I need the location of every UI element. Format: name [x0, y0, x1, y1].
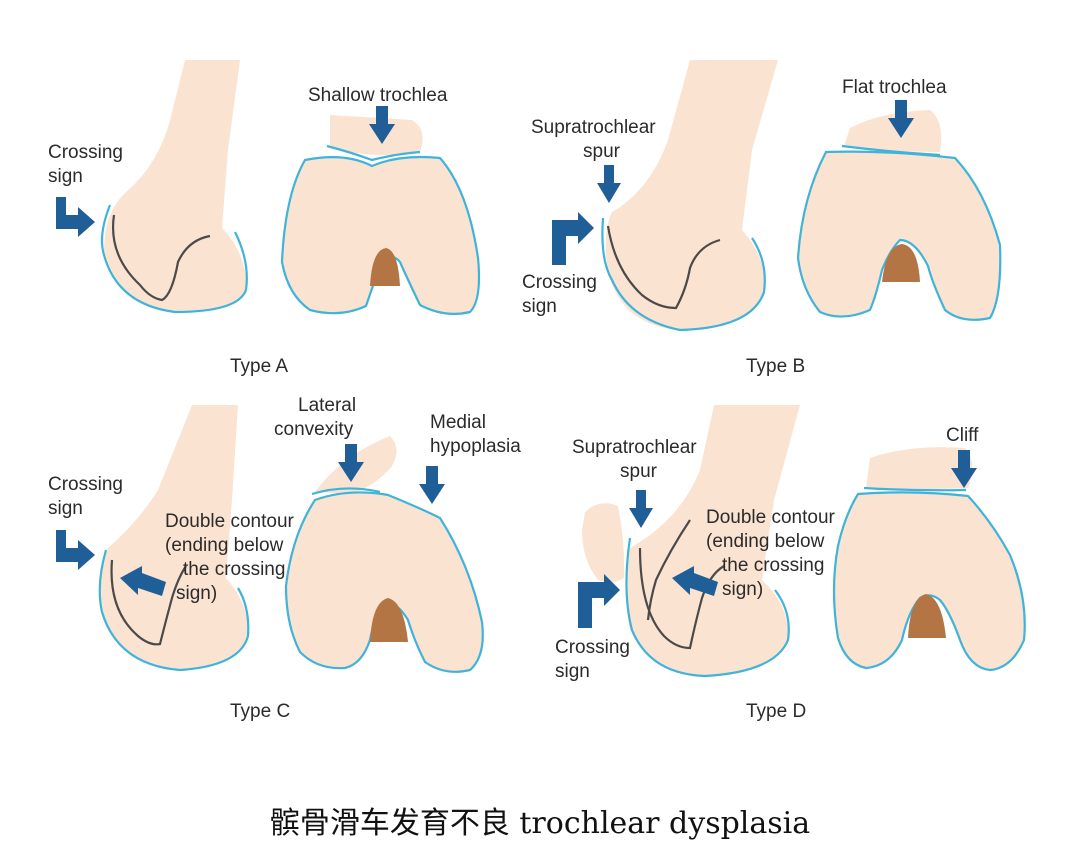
type-c-lateral-femur [98, 405, 250, 672]
type-d-lateral-femur [582, 405, 800, 678]
crossing-sign-label-line1: Crossing [48, 142, 123, 163]
medial-hypoplasia-label-line1: Medial [430, 412, 486, 433]
type-b-axial-view [796, 110, 1002, 321]
type-d-axial-view [832, 447, 1026, 672]
supratrochlear-spur-label-line1: Supratrochlear [572, 437, 697, 458]
type-a-axial-view [280, 115, 481, 315]
supratrochlear-spur-arrow [597, 165, 621, 203]
type-b-lateral-femur [601, 60, 778, 332]
type-a-label: Type A [230, 356, 288, 377]
lateral-convexity-arrow [338, 444, 364, 482]
type-a-lateral-femur [100, 60, 248, 314]
medial-hypoplasia-label-line2: hypoplasia [430, 436, 521, 457]
type-b-label: Type B [746, 356, 805, 377]
supratrochlear-spur-label-line2: spur [583, 141, 621, 162]
supratrochlear-spur-arrow [629, 490, 653, 528]
double-contour-label-line4: sign) [176, 583, 217, 604]
medial-hypoplasia-arrow [419, 466, 445, 504]
double-contour-label-line2: (ending below [706, 531, 825, 552]
flat-trochlea-label: Flat trochlea [842, 77, 947, 98]
type-d-label: Type D [746, 701, 806, 722]
figure-caption: 髌骨滑车发育不良 trochlear dysplasia [269, 806, 811, 841]
cliff-label: Cliff [946, 425, 979, 446]
double-contour-label-line4: sign) [722, 579, 763, 600]
double-contour-label-line3: the crossing [722, 555, 824, 576]
crossing-sign-label-line2: sign [48, 498, 83, 519]
crossing-sign-arrow [56, 197, 95, 237]
crossing-sign-label-line2: sign [555, 661, 590, 682]
double-contour-label-line1: Double contour [165, 511, 295, 532]
crossing-sign-arrow [578, 574, 620, 628]
crossing-sign-label-line1: Crossing [522, 272, 597, 293]
crossing-sign-arrow [56, 530, 95, 570]
supratrochlear-spur-label-line2: spur [620, 461, 658, 482]
double-contour-label-line3: the crossing [183, 559, 285, 580]
shallow-trochlea-arrow [369, 106, 395, 144]
double-contour-arrow [672, 566, 718, 596]
double-contour-arrow [120, 566, 166, 596]
crossing-sign-label-line1: Crossing [555, 637, 630, 658]
lateral-convexity-label-line2: convexity [274, 419, 354, 440]
lateral-convexity-label-line1: Lateral [298, 395, 356, 416]
double-contour-label-line1: Double contour [706, 507, 836, 528]
type-c-axial-view [284, 436, 484, 673]
panel-type-d: Supratrochlear spur Cliff Double contour… [555, 405, 1026, 722]
double-contour-label-line2: (ending below [165, 535, 284, 556]
panel-type-b: Flat trochlea Supratrochlear spur Crossi… [522, 60, 1002, 377]
crossing-sign-arrow [552, 212, 594, 265]
type-c-label: Type C [230, 701, 290, 722]
crossing-sign-label-line1: Crossing [48, 474, 123, 495]
shallow-trochlea-label: Shallow trochlea [308, 85, 448, 106]
crossing-sign-label-line2: sign [48, 166, 83, 187]
supratrochlear-spur-label-line1: Supratrochlear [531, 117, 656, 138]
panel-type-a: Shallow trochlea Crossing sign Type A [48, 60, 481, 377]
crossing-sign-label-line2: sign [522, 296, 557, 317]
cliff-arrow [951, 450, 977, 488]
flat-trochlea-arrow [888, 100, 914, 138]
panel-type-c: Lateral convexity Medial hypoplasia Cros… [48, 395, 521, 722]
